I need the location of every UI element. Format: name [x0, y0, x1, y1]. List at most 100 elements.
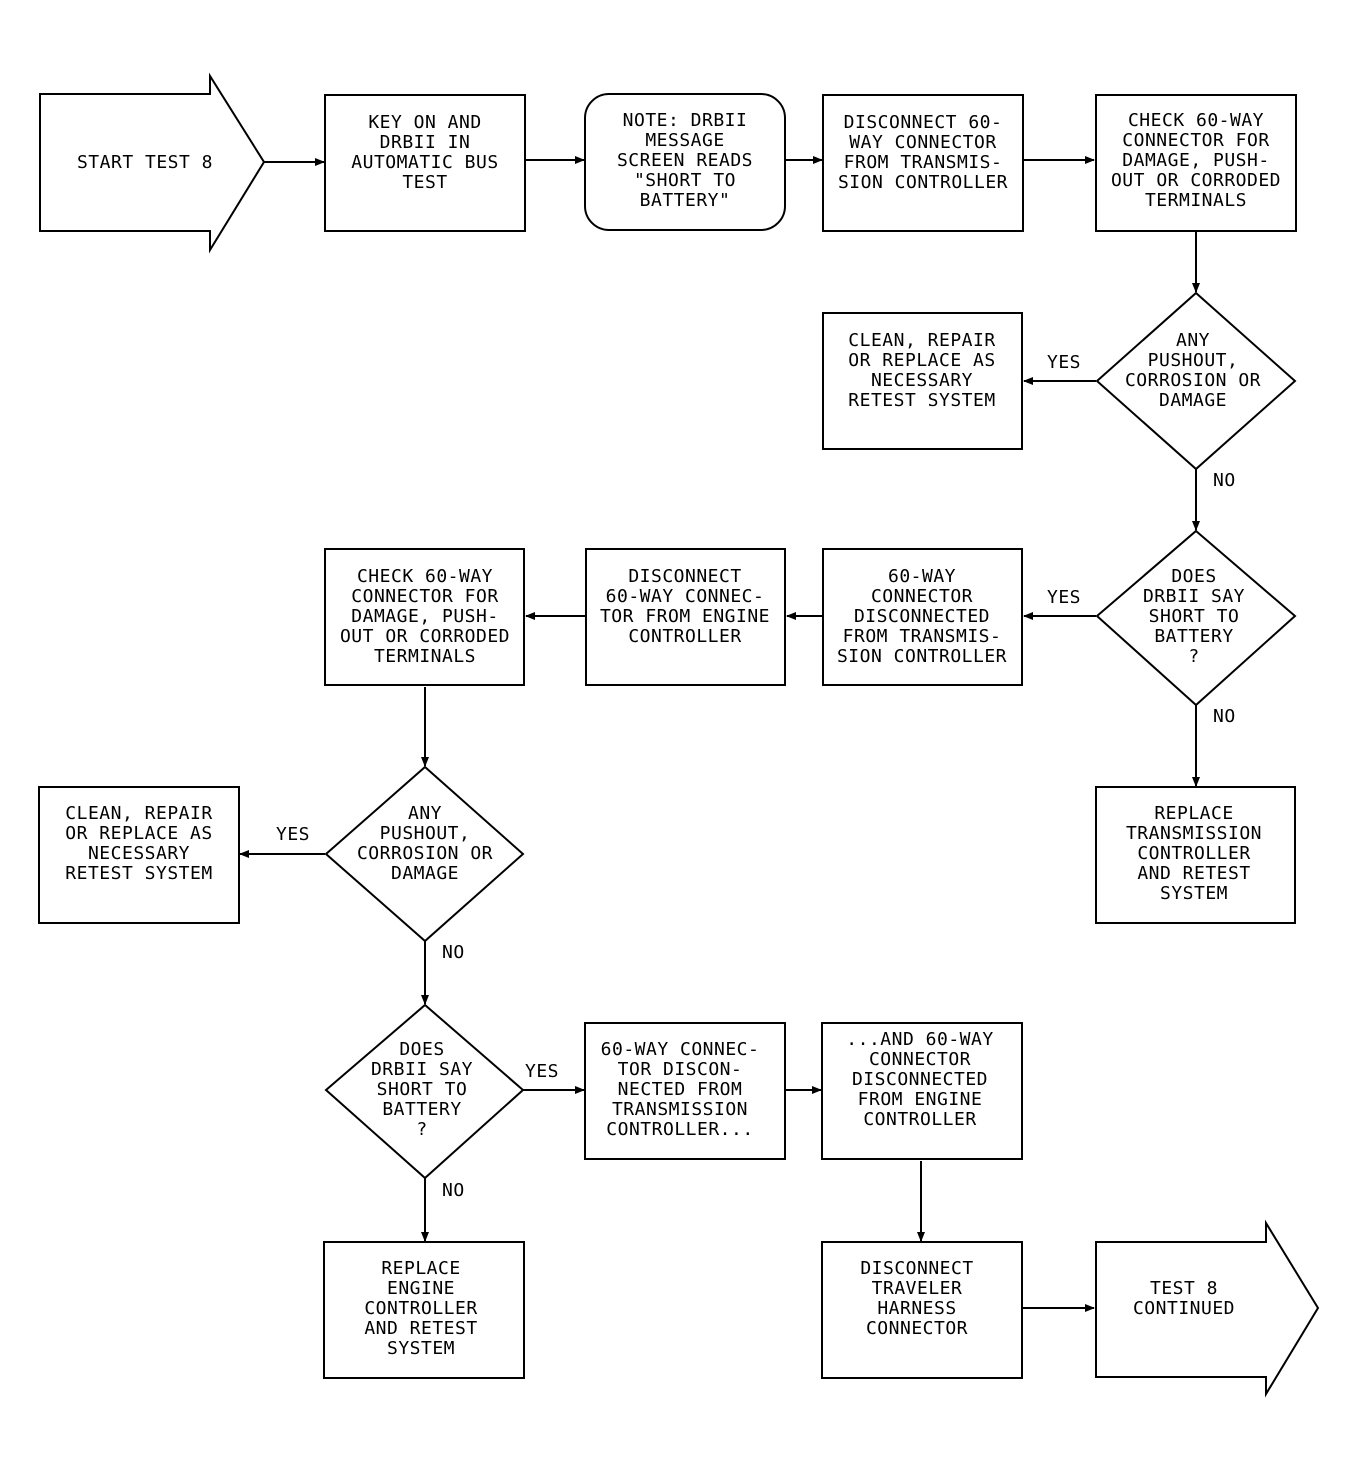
node-text-line: RETEST SYSTEM [65, 863, 212, 884]
node-text-line: 60-WAY CONNEC- [601, 1039, 760, 1060]
node-text-line: CONTROLLER [628, 626, 741, 647]
node-text-line: DISCONNECT [628, 566, 741, 587]
node-text-line: FROM TRANSMIS- [844, 152, 1003, 173]
node-text-line: DRBII SAY [1143, 586, 1245, 607]
both-disconnected-a-box [584, 1022, 786, 1160]
node-text-line: SHORT TO [377, 1079, 468, 1100]
node-text-line: TOR FROM ENGINE [600, 606, 770, 627]
does-drbii-1-diamond [1095, 529, 1297, 707]
node-text-line: OUT OR CORRODED [1111, 170, 1281, 191]
no-label-4: NO [442, 1180, 465, 1201]
node-text-line: HARNESS [877, 1298, 956, 1319]
node-text-line: AND RETEST [364, 1318, 477, 1339]
node-text-line: AND RETEST [1137, 863, 1250, 884]
node-text-line: CONTROLLER... [606, 1119, 753, 1140]
node-text-line: CHECK 60-WAY [357, 566, 493, 587]
tc-disconnected-box [822, 548, 1023, 686]
node-text-line: ? [416, 1119, 427, 1140]
node-text-line: KEY ON AND [368, 112, 481, 133]
check-tc-box [1095, 94, 1297, 232]
disconnect-traveler-box [821, 1241, 1023, 1379]
node-text-line: ANY [408, 803, 442, 824]
node-text-line: DISCONNECTED [854, 606, 990, 627]
node-text-line: SION CONTROLLER [838, 172, 1008, 193]
node-text-line: TERMINALS [1145, 190, 1247, 211]
connectors [239, 156, 1200, 1312]
node-text-line: NOTE: DRBII [623, 110, 748, 131]
does-drbii-2-diamond [324, 1003, 525, 1180]
start-label: START TEST 8 [77, 152, 213, 173]
node-text-line: REPLACE [381, 1258, 460, 1279]
replace-ec-box [323, 1241, 525, 1379]
node-text-line: DISCONNECTED [852, 1069, 988, 1090]
node-text-line: SCREEN READS [617, 150, 753, 171]
node-text-line: DRBII SAY [371, 1059, 473, 1080]
node-text-line: FROM ENGINE [858, 1089, 983, 1110]
node-text-line: DAMAGE, PUSH- [1122, 150, 1269, 171]
node-text-line: DOES [399, 1039, 444, 1060]
node-text-line: MESSAGE [645, 130, 724, 151]
node-text-line: SYSTEM [1160, 883, 1228, 904]
no-label-2: NO [1213, 706, 1236, 727]
check-ec-box [324, 548, 525, 686]
clean-repair-2-box [38, 786, 240, 924]
node-text-line: PUSHOUT, [1148, 350, 1239, 371]
yes-label-4: YES [525, 1061, 559, 1082]
node-text-line: TRANSMISSION [612, 1099, 748, 1120]
node-text-line: NECESSARY [871, 370, 973, 391]
node-text-line: CORROSION OR [1125, 370, 1261, 391]
node-text-line: DAMAGE [1159, 390, 1227, 411]
node-text-line: OUT OR CORRODED [340, 626, 510, 647]
clean-repair-1-box [822, 312, 1023, 450]
node-text-line: TEST 8 [1150, 1278, 1218, 1299]
node-text-line: CLEAN, REPAIR [65, 803, 212, 824]
node-text-line: AUTOMATIC BUS [351, 152, 498, 173]
node-text-line: CONTINUED [1133, 1298, 1235, 1319]
node-text-line: TRAVELER [872, 1278, 963, 1299]
node-text-line: START TEST 8 [77, 152, 213, 173]
node-text-line: CONTROLLER [1137, 843, 1250, 864]
node-text-line: "SHORT TO [634, 170, 736, 191]
node-text-line: 60-WAY [888, 566, 956, 587]
node-text-line: BATTERY" [640, 190, 731, 211]
replace-tc-box [1095, 786, 1296, 924]
node-text-line: TERMINALS [374, 646, 476, 667]
node-text-line: CONNECTOR [869, 1049, 971, 1070]
any-pushout-2-diamond [324, 765, 525, 943]
node-text-line: BATTERY [1154, 626, 1233, 647]
node-text-line: OR REPLACE AS [848, 350, 995, 371]
shapes [38, 72, 1320, 1398]
node-text-line: BATTERY [382, 1099, 461, 1120]
node-text-line: CONTROLLER [863, 1109, 976, 1130]
node-text-line: CLEAN, REPAIR [848, 330, 995, 351]
node-text-line: ENGINE [387, 1278, 455, 1299]
node-text-line: ? [1188, 646, 1199, 667]
note-rounded-box [584, 93, 786, 231]
node-text-line: 60-WAY CONNEC- [606, 586, 765, 607]
node-text-line: DAMAGE, PUSH- [351, 606, 498, 627]
node-text-line: TEST [402, 172, 447, 193]
node-text-line: PUSHOUT, [380, 823, 471, 844]
node-text-line: CONNECTOR [871, 586, 973, 607]
node-text-line: DRBII IN [380, 132, 471, 153]
yes-label-1: YES [1047, 352, 1081, 373]
any-pushout-1-diamond [1095, 291, 1297, 471]
node-text-line: RETEST SYSTEM [848, 390, 995, 411]
